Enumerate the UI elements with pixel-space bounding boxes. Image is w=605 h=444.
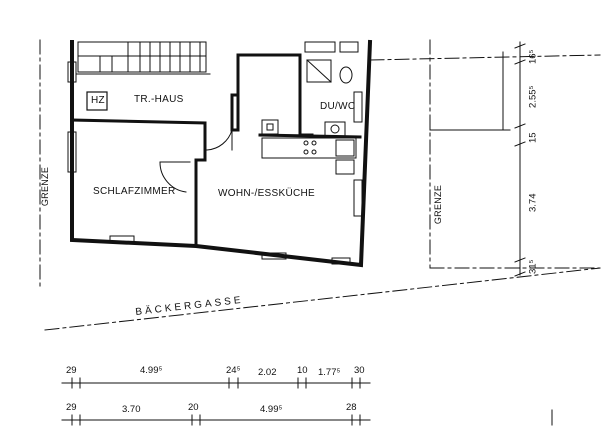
dim-top-4: 2.02 <box>258 367 277 378</box>
kitchen-counter <box>261 119 357 175</box>
room-label-schlafzimmer: SCHLAFZIMMER <box>93 186 176 197</box>
dim-bottom-3: 20 <box>188 402 199 413</box>
boundary-label-left: GRENZE <box>40 166 51 207</box>
right-dimension-line <box>514 41 526 277</box>
dim-bottom-1: 29 <box>66 402 77 413</box>
room-label-treppenhaus: TR.-HAUS <box>134 94 184 105</box>
dim-right-1: 16⁵ <box>527 49 539 65</box>
dim-right-2: 2.55⁵ <box>527 85 539 108</box>
door-swings <box>159 129 233 193</box>
dim-bottom-2: 3.70 <box>122 404 141 415</box>
room-label-duwc: DU/WC <box>320 101 356 112</box>
dim-top-6: 1.77⁵ <box>318 367 341 378</box>
bathroom-fixtures <box>304 41 359 137</box>
dim-top-1: 29 <box>66 365 77 376</box>
dim-top-5: 10 <box>297 365 308 376</box>
exterior-walls <box>70 39 373 268</box>
dim-right-3: 15 <box>527 132 539 144</box>
windows <box>67 61 363 265</box>
staircase <box>75 41 211 75</box>
room-label-heizung: HZ <box>91 95 105 106</box>
heating-box <box>86 91 108 111</box>
boundary-label-right: GRENZE <box>433 184 444 225</box>
bottom-dimension-lines <box>61 382 371 421</box>
room-label-wohnkueche: WOHN-/ESSKÜCHE <box>218 188 315 199</box>
dim-bottom-5: 28 <box>346 402 357 413</box>
dim-right-5: 31⁵ <box>527 259 539 275</box>
interior-walls <box>70 53 362 248</box>
dim-top-2: 4.99⁵ <box>140 365 163 376</box>
dim-top-3: 24⁵ <box>226 365 241 376</box>
dim-bottom-4: 4.99⁵ <box>260 404 283 415</box>
dim-right-4: 3.74 <box>527 193 539 213</box>
dim-top-7: 30 <box>354 365 365 376</box>
boundary-lines <box>39 39 601 331</box>
